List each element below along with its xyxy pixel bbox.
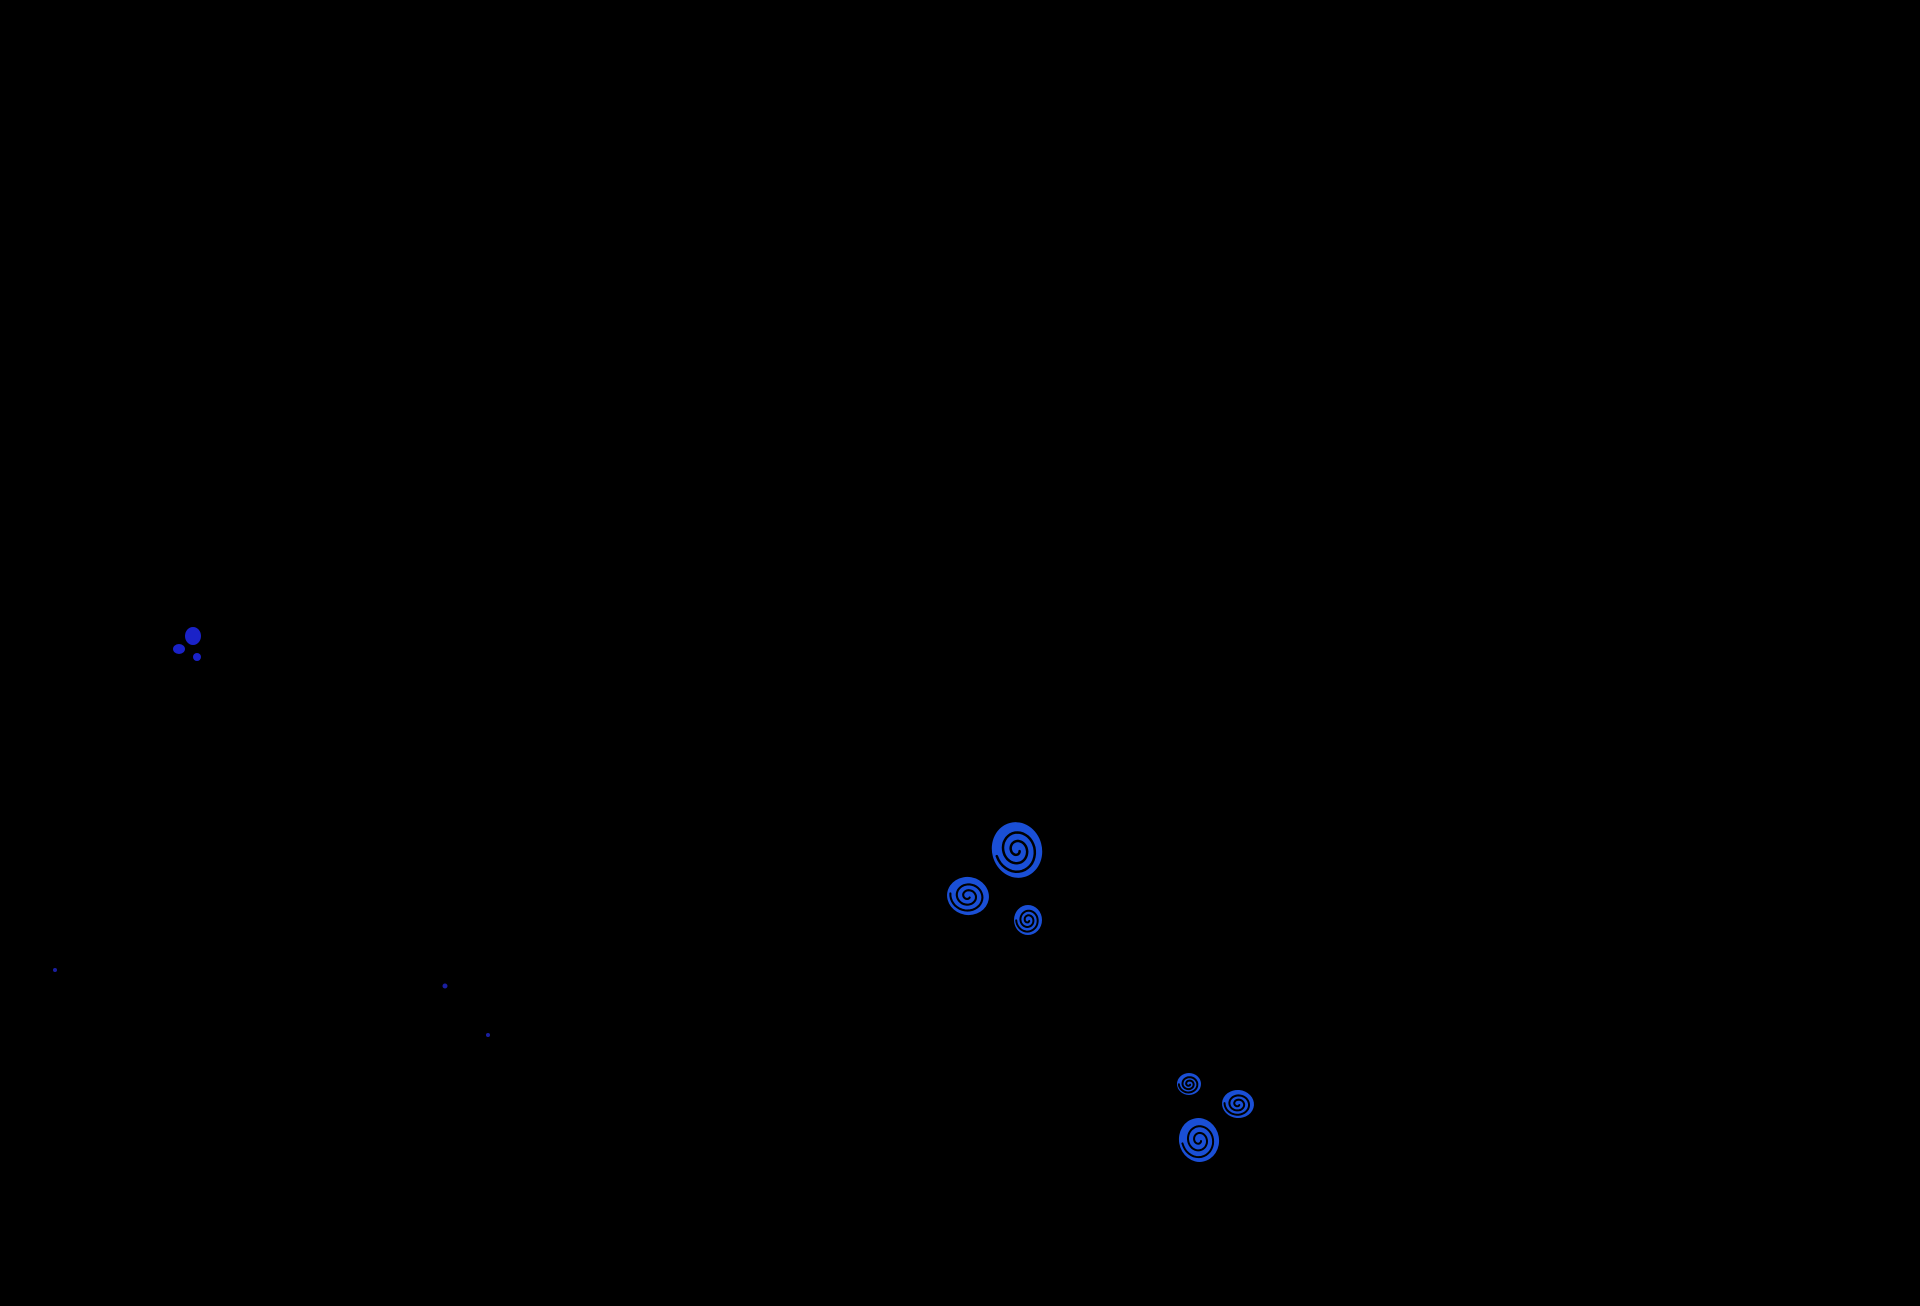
spiral-icon: [991, 822, 1043, 878]
spiral-icon: [947, 876, 989, 916]
speck: [53, 968, 57, 972]
speck: [486, 1033, 490, 1037]
dot-cluster: [185, 627, 201, 645]
spiral-icon: [1177, 1073, 1201, 1095]
dot-cluster: [173, 644, 185, 654]
spiral-icon: [1222, 1089, 1254, 1119]
spiral-icon: [1014, 905, 1042, 935]
speck: [442, 983, 448, 989]
spiral-icon: [1178, 1118, 1220, 1162]
dot-cluster: [193, 653, 201, 661]
